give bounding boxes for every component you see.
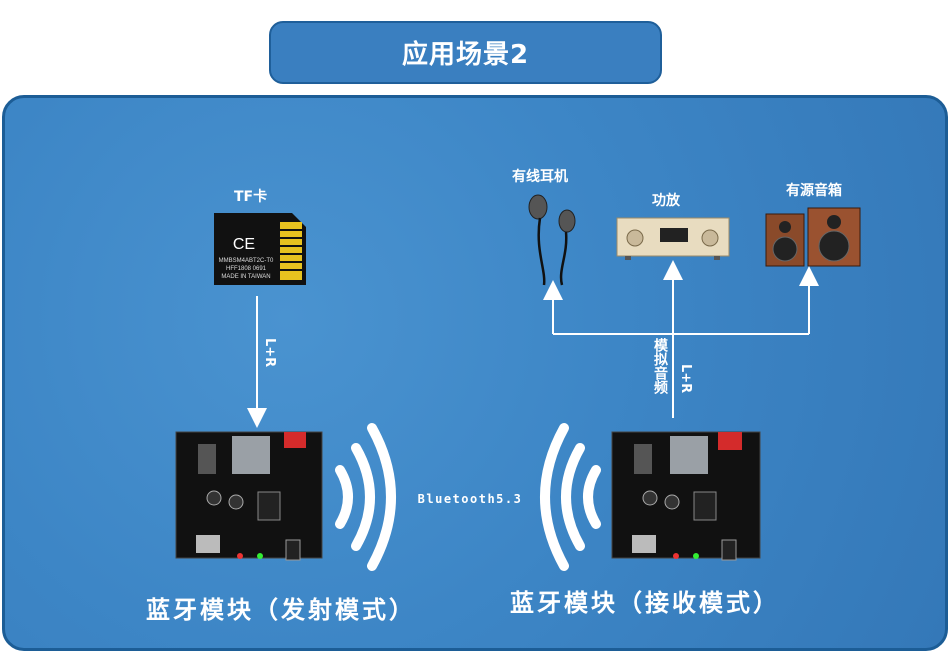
speakers-label: 有源音箱	[786, 183, 842, 199]
module-caption-left: 蓝牙模块（发射模式）	[146, 596, 416, 624]
page-title: 应用场景2	[401, 40, 530, 70]
signal-label-right: L+R	[678, 364, 693, 394]
earphones-label: 有线耳机	[512, 169, 568, 185]
speakers-icon	[765, 207, 861, 267]
audio-distribution-lines	[543, 260, 819, 418]
tf-line1: MMBSM4ABT2C-T0	[219, 258, 274, 264]
tf-line2: HFF1808 0691	[226, 266, 267, 272]
earphones-icon	[528, 194, 576, 286]
tf-ce-mark: CE	[233, 236, 255, 253]
module-board-right	[611, 431, 761, 561]
tf-card-label: TF卡	[234, 189, 268, 205]
wireless-waves-left	[335, 423, 396, 571]
tf-card-icon: CE MMBSM4ABT2C-T0 HFF1808 0691 MADE IN T…	[214, 213, 306, 285]
diagram-panel	[2, 95, 948, 651]
bluetooth-label: Bluetooth5.3	[418, 492, 523, 506]
wireless-waves-right	[540, 423, 601, 571]
module-board-left	[175, 431, 323, 561]
signal-label-analog: 模拟音频	[652, 338, 668, 394]
signal-label-left: L+R	[262, 338, 277, 368]
amplifier-icon	[616, 217, 730, 260]
amplifier-label: 功放	[652, 193, 680, 209]
title-box: 应用场景2	[269, 21, 662, 84]
module-caption-right: 蓝牙模块（接收模式）	[510, 589, 780, 617]
tf-line3: MADE IN TAIWAN	[221, 274, 270, 280]
